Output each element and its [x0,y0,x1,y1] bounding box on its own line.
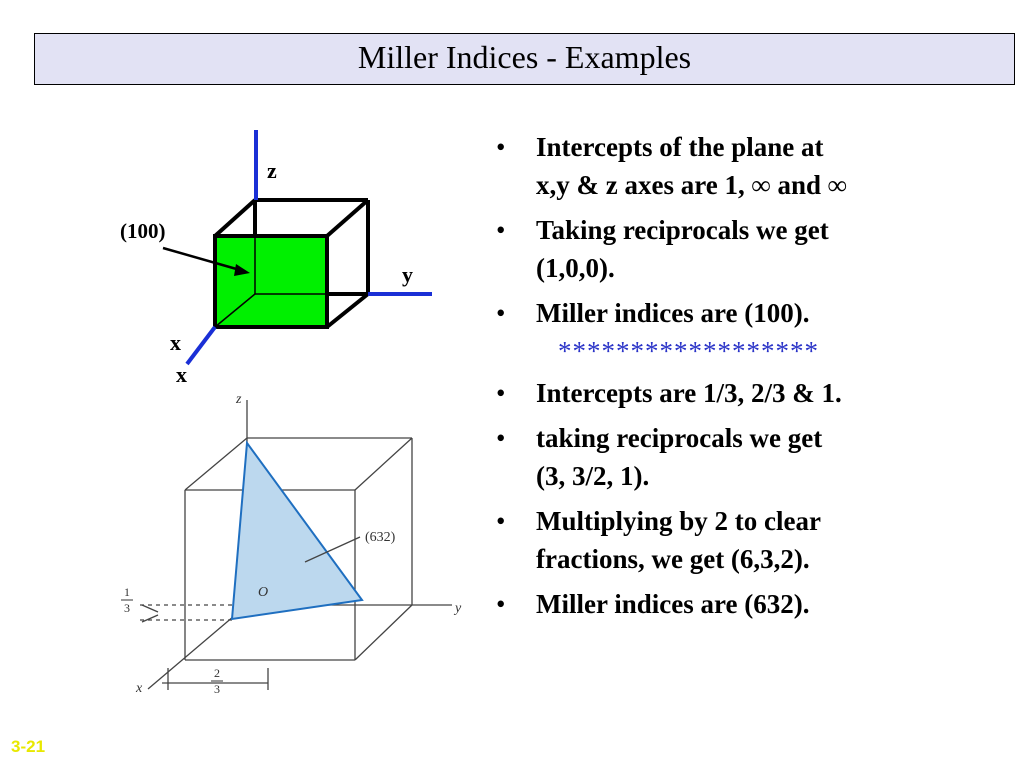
bullet-dot: • [496,378,506,408]
axis-z-label: z [267,158,277,183]
cube-edge [354,604,413,661]
frac-x-denominator: 3 [124,601,130,615]
bullet-line: taking reciprocals we get [536,423,823,453]
bullet-list: • Intercepts of the plane at x,y & z axe… [496,128,966,623]
frac-x-numerator: 1 [124,585,130,599]
plane-100-label: (100) [120,219,166,243]
cube-depth-edge [325,198,370,238]
x-axis-line [185,325,217,366]
title-bar: Miller Indices - Examples [34,33,1015,85]
bullet-item: • Taking reciprocals we get (1,0,0). [496,211,966,287]
x-axis-line [147,604,248,690]
dim-arrow [141,604,159,613]
bullet-item: • taking reciprocals we get (3, 3/2, 1). [496,419,966,495]
bullet-line: Miller indices are (632). [536,589,810,619]
bullet-item: • Miller indices are (100). [496,294,966,332]
bullet-item: • Multiplying by 2 to clear fractions, w… [496,502,966,578]
plane-632-face [230,440,364,621]
cube-depth-edge [325,292,370,329]
bullet-line: (3, 3/2, 1). [536,461,650,491]
plane-pointer [304,536,361,563]
frac-y-numerator: 2 [214,666,220,680]
plane-632-label: (632) [365,530,396,545]
pointer-arrow [162,246,241,272]
axis-z-label: z [235,392,242,407]
cube-edge [184,437,248,491]
origin-label: O [258,585,268,600]
axis-x-label: x [135,681,143,696]
bullet-line: Multiplying by 2 to clear [536,506,821,536]
bullet-line: Intercepts are 1/3, 2/3 & 1. [536,378,842,408]
bullet-line: fractions, we get (6,3,2). [536,544,810,574]
dim-arrow [141,614,159,623]
plane-100-face [213,234,329,329]
bullet-dot: • [496,423,506,453]
pointer-arrowhead [234,264,250,276]
axis-y-label: y [402,262,413,287]
bullet-item: • Intercepts are 1/3, 2/3 & 1. [496,374,966,412]
bullet-line: Taking reciprocals we get [536,215,829,245]
bullet-line: Miller indices are (100). [536,298,810,328]
cube-depth-edge [213,198,257,238]
cube-edge [354,437,413,491]
axis-x-label: x [170,330,181,355]
bullet-dot: • [496,215,506,245]
bullet-dot: • [496,132,506,162]
axis-x-label-repeat: x [176,362,187,387]
frac-y-denominator: 3 [214,682,220,696]
bullet-line: x,y & z axes are 1, ∞ and ∞ [536,170,847,200]
bullet-line: (1,0,0). [536,253,615,283]
bullet-dot: • [496,506,506,536]
hidden-edge [214,293,256,328]
bullet-item: • Miller indices are (632). [496,585,966,623]
slide-title: Miller Indices - Examples [357,38,692,75]
bullet-dot: • [496,589,506,619]
separator-stars: ****************** [558,336,819,366]
axis-y-label: y [453,601,462,616]
bullet-line: Intercepts of the plane at [536,132,824,162]
bullet-dot: • [496,298,506,328]
slide-number: 3-21 [11,737,46,756]
bullet-item: • Intercepts of the plane at x,y & z axe… [496,128,966,204]
